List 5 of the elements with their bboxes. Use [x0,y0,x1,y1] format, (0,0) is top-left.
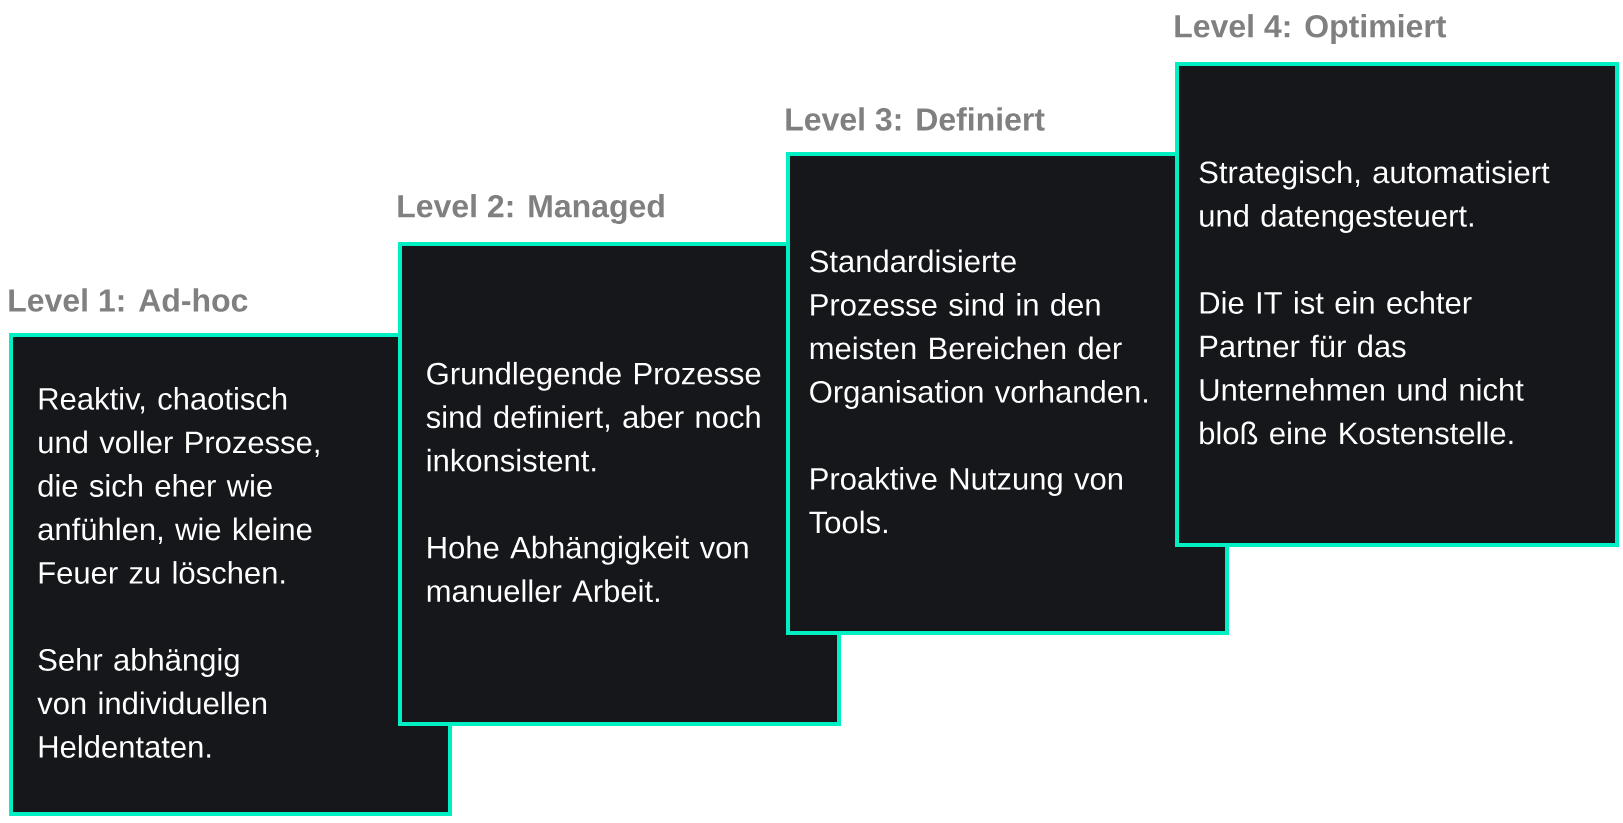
stage-heading: Level 2: Managed [398,194,664,224]
stage-box: Strategisch, automatisiert und datengesteuert. Die IT ist ein echter Partner für das Unternehmen und nicht bloß eine Kostenstelle. [1175,62,1619,547]
stage-heading: Level 1: Ad-hoc [9,288,248,312]
stage-heading: Level 4: Optimiert [1175,14,1447,44]
stage-heading: Level 3: Definiert [786,107,1045,131]
